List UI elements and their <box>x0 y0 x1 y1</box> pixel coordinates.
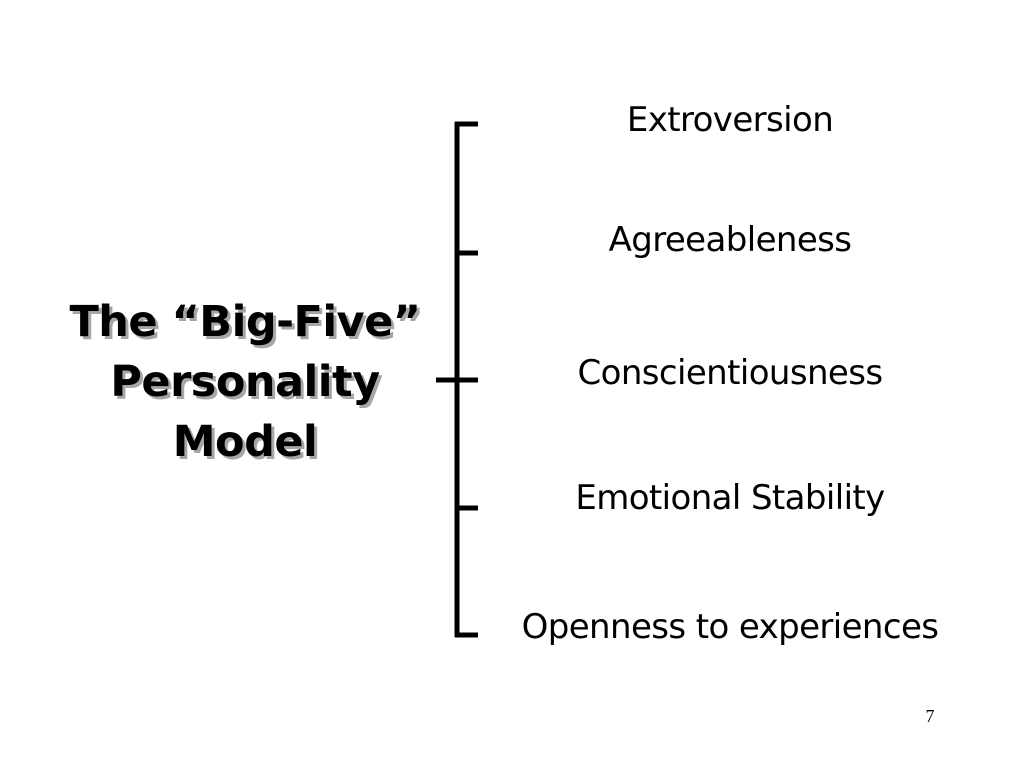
trait-extroversion: Extroversion <box>626 100 834 140</box>
trait-emotional-stability: Emotional Stability <box>575 478 885 518</box>
slide-title: The “Big-Five” Personality Model <box>40 292 450 472</box>
trait-conscientiousness: Conscientiousness <box>577 353 884 393</box>
trait-openness: Openness to experiences <box>521 607 939 647</box>
trait-agreeableness: Agreeableness <box>608 220 852 260</box>
page-number: 7 <box>925 706 935 726</box>
title-line-3: Model <box>172 417 318 467</box>
title-line-2: Personality <box>110 357 380 407</box>
title-line-1: The “Big-Five” <box>69 297 421 347</box>
